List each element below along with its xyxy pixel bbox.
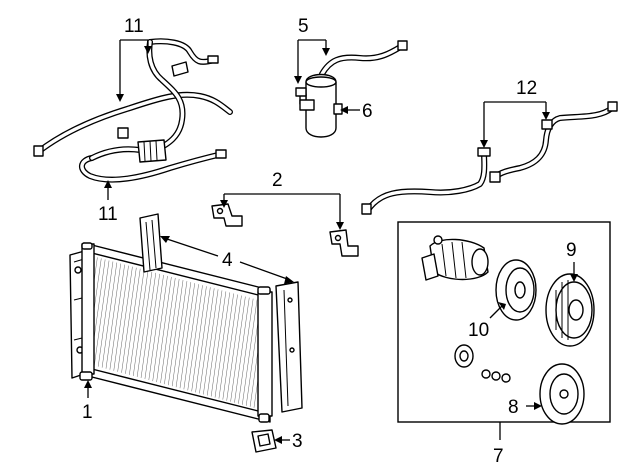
clutch-hub — [495, 259, 537, 321]
callout-12: 12 — [516, 78, 537, 99]
callout-6: 6 — [362, 101, 373, 122]
callout-3: 3 — [292, 431, 303, 452]
bearing — [454, 344, 474, 368]
shims — [481, 369, 511, 383]
clutch-coil — [539, 363, 585, 425]
bracket-right — [329, 229, 359, 257]
pulley — [545, 273, 595, 347]
side-seal-left — [139, 213, 163, 273]
callout-labels: 11 11 5 6 12 2 4 1 3 9 10 8 7 — [82, 16, 577, 467]
bracket-left — [211, 203, 243, 227]
callout-4: 4 — [222, 250, 233, 271]
callout-9: 9 — [566, 240, 577, 261]
callout-1: 1 — [82, 402, 93, 423]
hose-assembly-12 — [361, 101, 618, 215]
leader-lines — [84, 39, 578, 444]
callout-10: 10 — [468, 320, 489, 341]
callout-8: 8 — [508, 397, 519, 418]
callout-11-bottom: 11 — [98, 204, 118, 225]
isolator — [251, 429, 277, 453]
hose-assembly-11 — [33, 38, 233, 183]
compressor-kit-box — [397, 221, 611, 423]
accumulator — [295, 40, 408, 138]
condenser — [69, 242, 273, 423]
callout-2: 2 — [272, 170, 283, 191]
callout-7: 7 — [493, 446, 504, 467]
callout-5: 5 — [298, 16, 309, 37]
callout-11-top: 11 — [124, 16, 144, 37]
side-seal-right — [275, 281, 303, 413]
compressor — [421, 235, 489, 281]
